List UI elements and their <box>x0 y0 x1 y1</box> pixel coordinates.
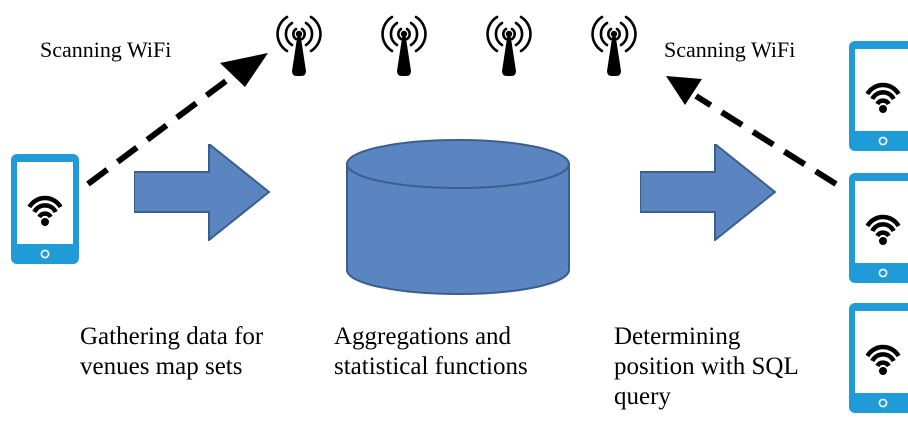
caption-line: Determining <box>614 323 741 350</box>
caption-line: Aggregations and <box>334 323 512 350</box>
source-phone-icon <box>11 154 79 264</box>
scan-arrowhead-right <box>666 76 702 105</box>
scan-arrowhead-left <box>220 53 268 87</box>
scanning-label-right: Scanning WiFi <box>664 37 796 62</box>
database-icon <box>346 139 570 295</box>
scan-arrow-left <box>86 53 268 187</box>
caption-positioning: Determining position with SQL query <box>614 322 799 412</box>
flow-arrow-icon-1 <box>134 144 270 241</box>
target-phone-icon-1 <box>849 41 908 151</box>
wifi-tower-icon-2 <box>381 15 427 78</box>
scan-arrow-right <box>666 76 838 187</box>
caption-line: venues map sets <box>80 353 243 380</box>
wifi-tower-icon-1 <box>276 15 322 78</box>
wifi-tower-icon-3 <box>486 15 532 78</box>
caption-line: Gathering data for <box>80 323 264 350</box>
caption-aggregation: Aggregations and statistical functions <box>334 322 528 382</box>
scanning-label-left: Scanning WiFi <box>40 37 172 62</box>
wifi-tower-icon-4 <box>591 15 637 78</box>
caption-gathering: Gathering data for venues map sets <box>80 322 263 382</box>
target-phone-icon-2 <box>849 173 908 283</box>
target-phone-icon-3 <box>849 303 908 413</box>
caption-line: query <box>614 383 671 410</box>
flow-arrow-icon-2 <box>640 144 776 241</box>
caption-line: position with SQL <box>614 353 799 380</box>
caption-line: statistical functions <box>334 353 528 380</box>
